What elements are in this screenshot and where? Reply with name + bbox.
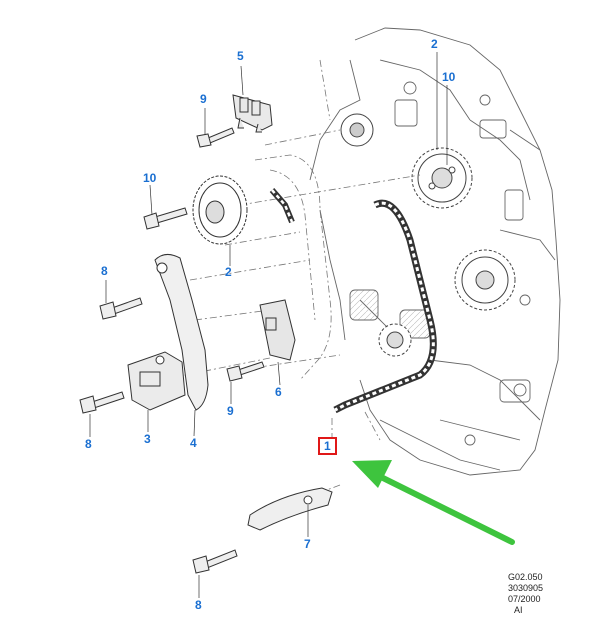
assembly-lines bbox=[159, 59, 421, 501]
callout-3: 3 bbox=[144, 432, 151, 446]
callout-10-left: 10 bbox=[143, 171, 157, 185]
callout-5: 5 bbox=[237, 49, 244, 63]
callout-10-top: 10 bbox=[442, 70, 456, 84]
exploded-cam-sprocket bbox=[192, 175, 248, 245]
bolt-left-10 bbox=[143, 207, 188, 230]
chain-tensioner bbox=[127, 351, 186, 411]
bolt-top-9 bbox=[196, 127, 235, 148]
timing-chain bbox=[333, 199, 437, 414]
lower-chain-guide bbox=[247, 487, 333, 531]
middle-chain-guide bbox=[259, 299, 296, 361]
loose-chain bbox=[269, 188, 295, 224]
cam-sprocket-mounted bbox=[411, 147, 473, 209]
leader-lines bbox=[89, 52, 448, 598]
reference-code-line: AI bbox=[514, 605, 523, 615]
callout-9-lower: 9 bbox=[227, 404, 234, 418]
callout-9-top: 9 bbox=[200, 92, 207, 106]
reference-code-line: G02.050 bbox=[508, 572, 543, 582]
callout-8-arm: 8 bbox=[101, 264, 108, 278]
callout-2-left: 2 bbox=[225, 265, 232, 279]
callout-7: 7 bbox=[304, 537, 311, 551]
bolt-bottom-8 bbox=[192, 549, 238, 574]
bolt-tensioner-8 bbox=[79, 391, 125, 414]
engine-block bbox=[309, 27, 561, 476]
callout-1: 1 bbox=[318, 437, 337, 455]
cam-sprocket-mounted-2 bbox=[454, 249, 516, 311]
reference-code-line: 3030905 bbox=[508, 583, 544, 593]
callout-4: 4 bbox=[190, 436, 197, 450]
cam-hub bbox=[340, 113, 374, 147]
upper-chain-guide bbox=[232, 94, 273, 133]
bolt-lower-9 bbox=[226, 361, 265, 382]
callout-2-top: 2 bbox=[431, 37, 438, 51]
crank-sprocket bbox=[378, 323, 412, 357]
reference-code-line: 07/2000 bbox=[508, 594, 541, 604]
bolt-arm-8 bbox=[99, 297, 143, 320]
pointer-arrow bbox=[352, 460, 515, 545]
callout-8-tensioner: 8 bbox=[85, 437, 92, 451]
reference-code: G02.050 3030905 07/2000 AI bbox=[508, 572, 543, 616]
callout-6: 6 bbox=[275, 385, 282, 399]
tensioner-arm bbox=[154, 254, 209, 411]
callout-8-bottom: 8 bbox=[195, 598, 202, 612]
